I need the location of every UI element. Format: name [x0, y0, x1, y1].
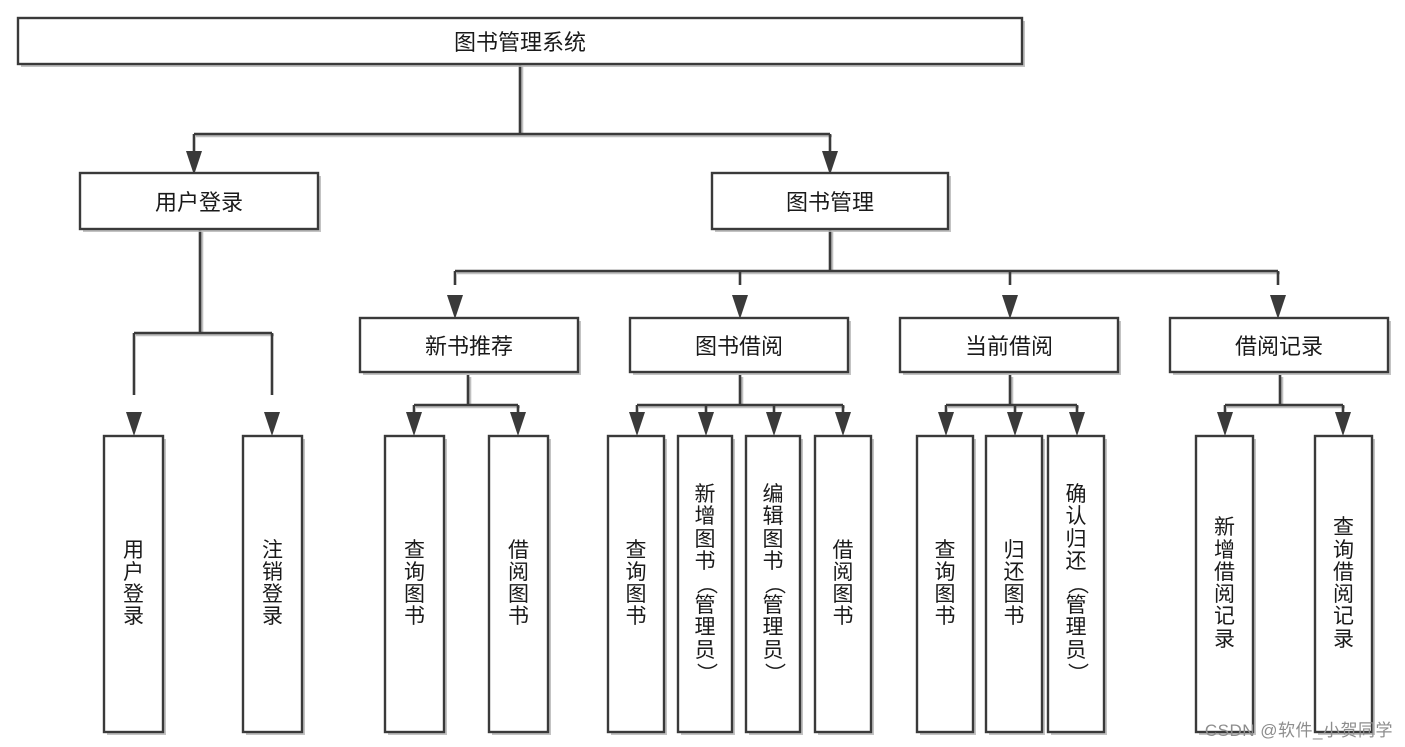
- node-borrow-record[interactable]: [1168, 316, 1390, 374]
- node-leaf-confirm-return-admin[interactable]: [1046, 434, 1106, 734]
- node-leaf-add-book-admin[interactable]: [676, 434, 734, 734]
- node-leaf-borrow-book-1[interactable]: [487, 434, 550, 734]
- node-leaf-query-book-2[interactable]: [606, 434, 666, 734]
- node-leaf-edit-book-admin[interactable]: [744, 434, 802, 734]
- node-leaf-add-borrow-record[interactable]: [1194, 434, 1255, 734]
- node-leaf-query-borrow-record[interactable]: [1313, 434, 1374, 734]
- node-user-login[interactable]: [78, 171, 320, 231]
- node-book-management[interactable]: [710, 171, 950, 231]
- node-leaf-logout[interactable]: [241, 434, 304, 734]
- node-leaf-return-book[interactable]: [984, 434, 1044, 734]
- csdn-watermark: CSDN @软件_小贺同学: [1204, 721, 1393, 740]
- node-current-borrow[interactable]: [898, 316, 1120, 374]
- connector-layer: [126, 64, 1351, 436]
- node-leaf-query-book-1[interactable]: [383, 434, 446, 734]
- node-layer: [16, 16, 1391, 735]
- node-new-book-recommend[interactable]: [358, 316, 580, 374]
- node-leaf-borrow-book-2[interactable]: [813, 434, 873, 734]
- node-leaf-user-login[interactable]: [102, 434, 165, 734]
- node-root[interactable]: [16, 16, 1024, 66]
- node-leaf-query-book-3[interactable]: [915, 434, 975, 734]
- node-book-borrow[interactable]: [628, 316, 850, 374]
